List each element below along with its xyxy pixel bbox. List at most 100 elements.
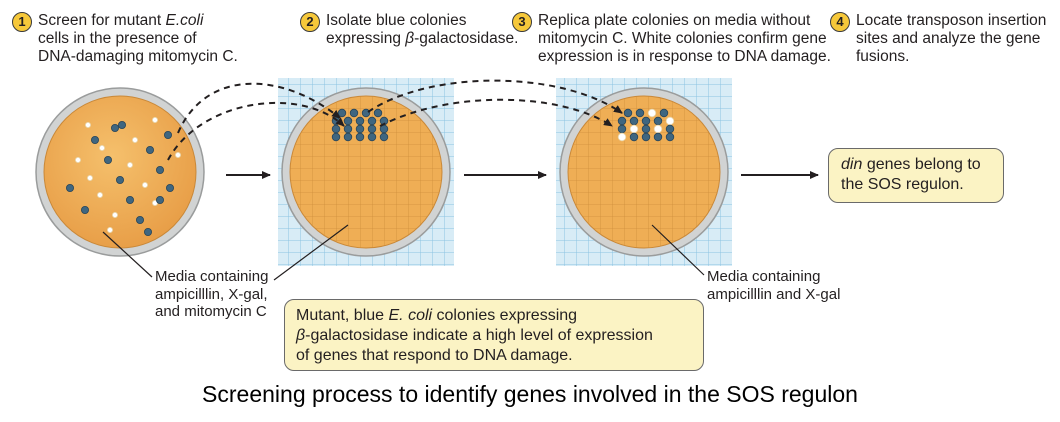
step-line: Screen for mutant E.coli bbox=[38, 12, 204, 29]
blue-colony bbox=[145, 145, 154, 154]
blue-colony bbox=[116, 175, 125, 184]
white-colony bbox=[107, 226, 114, 233]
blue-colony bbox=[66, 183, 75, 192]
blue-colony bbox=[367, 132, 377, 142]
blue-colony bbox=[126, 195, 135, 204]
blue-colony bbox=[361, 108, 371, 118]
blue-colony bbox=[641, 116, 651, 126]
blue-colony bbox=[104, 155, 113, 164]
figure-caption: Screening process to identify genes invo… bbox=[202, 381, 858, 407]
blue-colony bbox=[659, 108, 669, 118]
white-colony bbox=[653, 124, 663, 134]
leader-line-media-2 bbox=[273, 224, 349, 281]
leader-line-media-1 bbox=[102, 231, 153, 278]
blue-colony bbox=[81, 205, 90, 214]
blue-colony bbox=[111, 124, 120, 133]
colonies-plate-3 bbox=[617, 108, 675, 142]
blue-colony bbox=[165, 183, 174, 192]
blue-colony bbox=[143, 227, 152, 236]
blue-colony bbox=[349, 108, 359, 118]
petri-dish-3-replica-grid bbox=[556, 78, 732, 266]
step-line: Replica plate colonies on media without bbox=[538, 12, 811, 29]
white-colony bbox=[647, 108, 657, 118]
white-colony bbox=[665, 116, 675, 126]
step-line: fusions. bbox=[856, 48, 910, 65]
white-colony bbox=[629, 124, 639, 134]
blue-colony bbox=[343, 116, 353, 126]
step-text: Isolate blue colonies expressing β-galac… bbox=[326, 12, 518, 48]
step-text: Screen for mutant E.coli cells in the pr… bbox=[38, 12, 238, 66]
blue-colony bbox=[343, 124, 353, 134]
callout-line: β-galactosidase indicate a high level of… bbox=[296, 327, 653, 344]
step-line: DNA-damaging mitomycin C. bbox=[38, 48, 238, 65]
step-number-badge: 3 bbox=[512, 12, 532, 32]
step-number-badge: 4 bbox=[830, 12, 850, 32]
blue-colony bbox=[118, 121, 127, 130]
blue-colony bbox=[665, 124, 675, 134]
step-text: Locate transposon insertion sites and an… bbox=[856, 12, 1046, 66]
transfer-arrow-3 bbox=[367, 79, 623, 114]
step-text: Replica plate colonies on media without … bbox=[538, 12, 831, 66]
blue-colony bbox=[653, 132, 663, 142]
white-colony bbox=[87, 174, 94, 181]
blue-colony bbox=[343, 132, 353, 142]
callout-line: Mutant, blue E. coli colonies expressing bbox=[296, 307, 578, 324]
step-line: mitomycin C. White colonies confirm gene bbox=[538, 30, 827, 47]
blue-colony bbox=[155, 195, 164, 204]
blue-colony bbox=[665, 132, 675, 142]
step-number-badge: 2 bbox=[300, 12, 320, 32]
blue-colony bbox=[623, 108, 633, 118]
blue-colony bbox=[331, 124, 341, 134]
white-colony bbox=[99, 144, 106, 151]
blue-colony bbox=[355, 132, 365, 142]
white-colony bbox=[112, 211, 119, 218]
media-label-plate-3: Media containing ampicilllin and X-gal bbox=[707, 268, 841, 303]
leader-line-media-3 bbox=[651, 224, 705, 276]
step-line: Locate transposon insertion bbox=[856, 12, 1047, 29]
transfer-arrow-1 bbox=[177, 82, 341, 134]
blue-colony bbox=[617, 116, 627, 126]
blue-colony bbox=[355, 116, 365, 126]
blue-colony bbox=[641, 132, 651, 142]
callout-line: of genes that respond to DNA damage. bbox=[296, 347, 573, 364]
callout-line: din genes belong to bbox=[841, 156, 981, 173]
step-line: Isolate blue colonies bbox=[326, 12, 467, 29]
blue-colony bbox=[367, 116, 377, 126]
blue-colony bbox=[91, 135, 100, 144]
sos-callout-box: din genes belong to the SOS regulon. bbox=[828, 148, 1004, 203]
callout-line: the SOS regulon. bbox=[841, 176, 964, 193]
step-line: expressing β-galactosidase. bbox=[326, 30, 519, 47]
blue-colony bbox=[331, 132, 341, 142]
white-colony bbox=[85, 122, 92, 129]
petri-dish-1 bbox=[35, 87, 205, 257]
blue-colony bbox=[635, 108, 645, 118]
petri-dish-2-replica-grid bbox=[278, 78, 454, 266]
step-number-badge: 1 bbox=[12, 12, 32, 32]
white-colony bbox=[151, 117, 158, 124]
blue-colony bbox=[629, 132, 639, 142]
blue-colony bbox=[629, 116, 639, 126]
white-colony bbox=[97, 191, 104, 198]
blue-colony bbox=[379, 132, 389, 142]
blue-colony bbox=[641, 124, 651, 134]
blue-colony bbox=[653, 116, 663, 126]
white-colony bbox=[75, 156, 82, 163]
blue-colony bbox=[355, 124, 365, 134]
blue-colony bbox=[373, 108, 383, 118]
white-colony bbox=[127, 161, 134, 168]
step-line: cells in the presence of bbox=[38, 30, 197, 47]
mutant-callout-box: Mutant, blue E. coli colonies expressing… bbox=[284, 299, 704, 371]
colonies-plate-1 bbox=[66, 117, 181, 236]
blue-colony bbox=[135, 215, 144, 224]
callout-text: genes belong to bbox=[866, 156, 981, 173]
white-colony bbox=[617, 132, 627, 142]
white-colony bbox=[131, 136, 138, 143]
blue-colony bbox=[617, 124, 627, 134]
blue-colony bbox=[163, 130, 172, 139]
blue-colony bbox=[367, 124, 377, 134]
media-label-plate-1: Media containing ampicilllin, X-gal, and… bbox=[155, 268, 269, 320]
screening-diagram bbox=[35, 78, 819, 281]
transfer-arrow-2 bbox=[167, 101, 345, 161]
transfer-arrow-4 bbox=[379, 98, 613, 127]
blue-colony bbox=[155, 165, 164, 174]
